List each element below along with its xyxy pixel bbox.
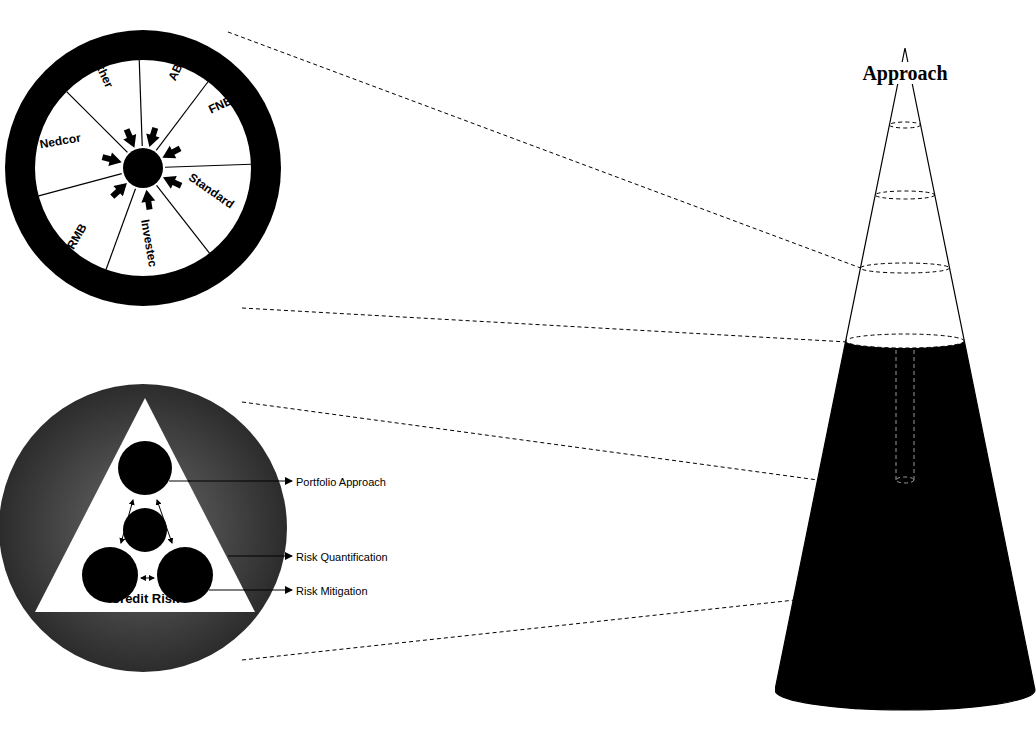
risk-disc xyxy=(0,384,287,672)
leader-lines xyxy=(228,32,866,660)
text-holder: Risk Quantification xyxy=(296,547,388,565)
bank-wheel xyxy=(5,30,281,306)
node-title: Approach xyxy=(861,62,948,84)
aspect-label: Risk Mitigation xyxy=(296,585,368,597)
text-holder: Risk Mitigation xyxy=(296,581,368,599)
node-title: Credit Risk xyxy=(111,591,180,606)
aspect-label: Portfolio Approach xyxy=(296,476,386,488)
aspect-label: Risk Quantification xyxy=(296,551,388,563)
text-holder: Approach xyxy=(861,62,948,85)
credit-risk-triangle: Credit Risk xyxy=(35,390,255,615)
shape-outline xyxy=(775,40,1036,729)
text-holder: Portfolio Approach xyxy=(296,472,386,490)
text-holder: Credit Risk xyxy=(111,589,180,607)
shape-outline xyxy=(35,390,255,615)
approach-cone: Approach xyxy=(775,40,1036,729)
